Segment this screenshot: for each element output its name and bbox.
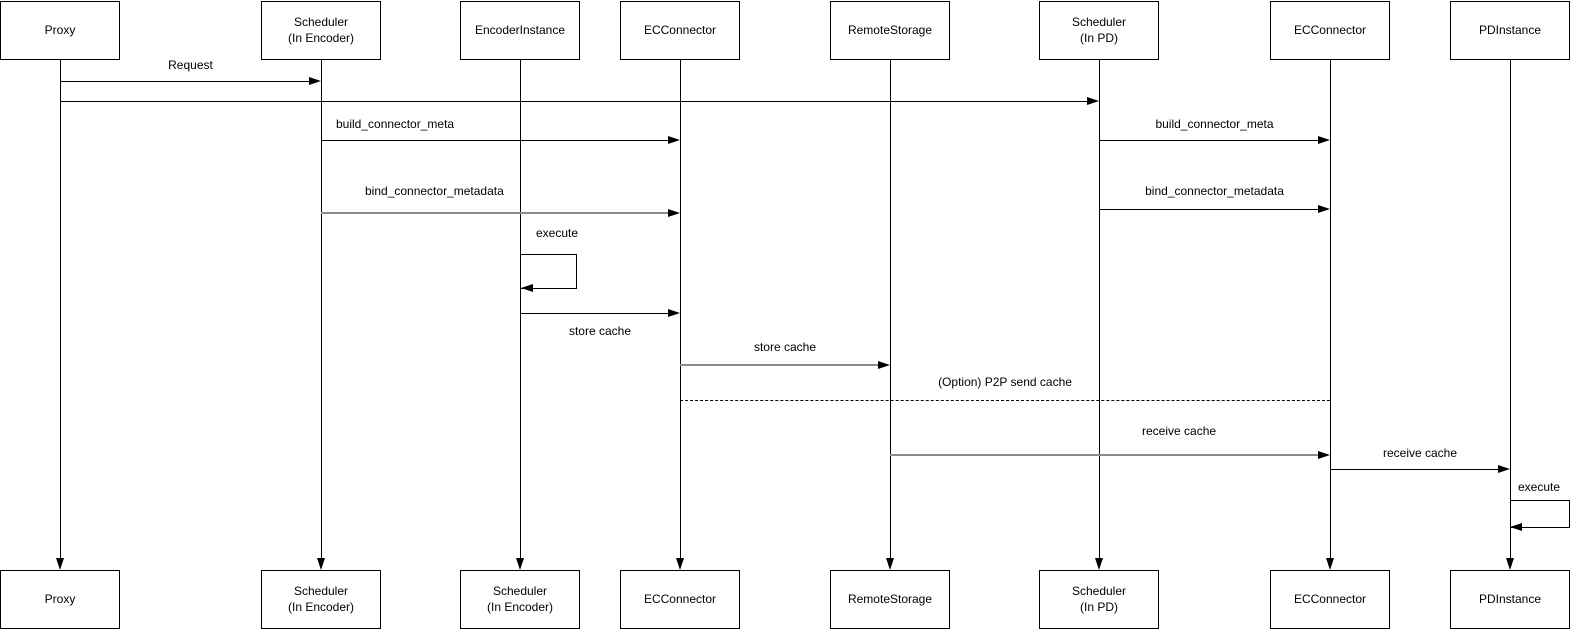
actor-bottom-encoder-instance: Scheduler (In Encoder)	[460, 570, 580, 629]
message-arrowhead-receive-cache-1	[1318, 451, 1330, 459]
message-arrowhead-request	[309, 77, 321, 85]
message-line-receive-cache-1	[890, 454, 1318, 456]
lifeline-proxy	[60, 60, 61, 560]
message-label-receive-cache-1: receive cache	[1142, 424, 1217, 438]
lifeline-scheduler-encoder-arrowhead	[317, 558, 325, 570]
message-arrowhead-store-cache-2	[878, 361, 890, 369]
message-label-bind-connector-metadata-pd: bind_connector_metadata	[1145, 184, 1284, 198]
lifeline-pd-instance	[1510, 60, 1511, 560]
lifeline-ec-connector-pd-arrowhead	[1326, 558, 1334, 570]
message-label-receive-cache-2: receive cache	[1382, 446, 1458, 460]
actor-top-proxy: Proxy	[0, 1, 120, 60]
message-line-bind-connector-metadata-pd	[1099, 209, 1318, 210]
message-arrowhead-proxy-to-scheduler-pd	[1087, 97, 1099, 105]
message-arrowhead-execute-encoder	[521, 284, 533, 292]
message-line-request	[60, 81, 311, 82]
message-selfloop-execute-encoder	[521, 254, 577, 289]
actor-bottom-scheduler-encoder: Scheduler (In Encoder)	[261, 570, 381, 629]
actor-bottom-proxy: Proxy	[0, 570, 120, 629]
message-line-store-cache-2	[680, 364, 880, 366]
message-label-request: Request	[168, 58, 213, 72]
actor-bottom-ec-connector-pd: ECConnector	[1270, 570, 1390, 629]
message-label-store-cache-1: store cache	[568, 324, 632, 338]
lifeline-ec-connector-encoder	[680, 60, 681, 560]
actor-top-ec-connector-encoder: ECConnector	[620, 1, 740, 60]
lifeline-pd-instance-arrowhead	[1506, 558, 1514, 570]
lifeline-ec-connector-pd	[1330, 60, 1331, 560]
actor-top-ec-connector-pd: ECConnector	[1270, 1, 1390, 60]
message-arrowhead-execute-pd	[1510, 523, 1522, 531]
actor-top-encoder-instance: EncoderInstance	[460, 1, 580, 60]
actor-top-scheduler-pd: Scheduler (In PD)	[1039, 1, 1159, 60]
message-label-execute-encoder: execute	[536, 226, 579, 240]
message-arrowhead-build-connector-meta-encoder	[668, 136, 680, 144]
message-line-proxy-to-scheduler-pd	[60, 101, 1090, 102]
message-arrowhead-bind-connector-metadata-pd	[1318, 205, 1330, 213]
message-line-bind-connector-metadata-encoder	[321, 212, 671, 214]
message-arrowhead-store-cache-1	[668, 309, 680, 317]
lifeline-scheduler-pd	[1099, 60, 1100, 560]
message-line-build-connector-meta-encoder	[321, 140, 671, 141]
actor-top-pd-instance: PDInstance	[1450, 1, 1570, 60]
message-label-store-cache-2: store cache	[753, 340, 817, 354]
message-line-receive-cache-2	[1330, 469, 1498, 470]
actor-bottom-pd-instance: PDInstance	[1450, 570, 1570, 629]
lifeline-encoder-instance-arrowhead	[516, 558, 524, 570]
actor-bottom-ec-connector-encoder: ECConnector	[620, 570, 740, 629]
lifeline-scheduler-pd-arrowhead	[1095, 558, 1103, 570]
message-label-p2p-send-cache: (Option) P2P send cache	[938, 375, 1072, 389]
message-line-p2p-send-cache	[680, 400, 1330, 401]
message-arrowhead-build-connector-meta-pd	[1318, 136, 1330, 144]
message-label-bind-connector-metadata-encoder: bind_connector_metadata	[365, 184, 504, 198]
message-label-execute-pd: execute	[1518, 480, 1561, 494]
message-arrowhead-receive-cache-2	[1498, 465, 1510, 473]
actor-top-scheduler-encoder: Scheduler (In Encoder)	[261, 1, 381, 60]
actor-bottom-scheduler-pd: Scheduler (In PD)	[1039, 570, 1159, 629]
message-label-build-connector-meta-pd: build_connector_meta	[1155, 117, 1274, 131]
lifeline-remote-storage	[890, 60, 891, 560]
lifeline-proxy-arrowhead	[56, 558, 64, 570]
lifeline-scheduler-encoder	[321, 60, 322, 560]
message-line-store-cache-1	[520, 313, 670, 314]
actor-bottom-remote-storage: RemoteStorage	[830, 570, 950, 629]
lifeline-ec-connector-encoder-arrowhead	[676, 558, 684, 570]
message-selfloop-execute-pd	[1510, 500, 1570, 528]
message-arrowhead-bind-connector-metadata-encoder	[668, 209, 680, 217]
lifeline-remote-storage-arrowhead	[886, 558, 894, 570]
actor-top-remote-storage: RemoteStorage	[830, 1, 950, 60]
message-label-build-connector-meta-encoder: build_connector_meta	[336, 117, 455, 131]
lifeline-encoder-instance	[520, 60, 521, 560]
message-line-build-connector-meta-pd	[1099, 140, 1318, 141]
